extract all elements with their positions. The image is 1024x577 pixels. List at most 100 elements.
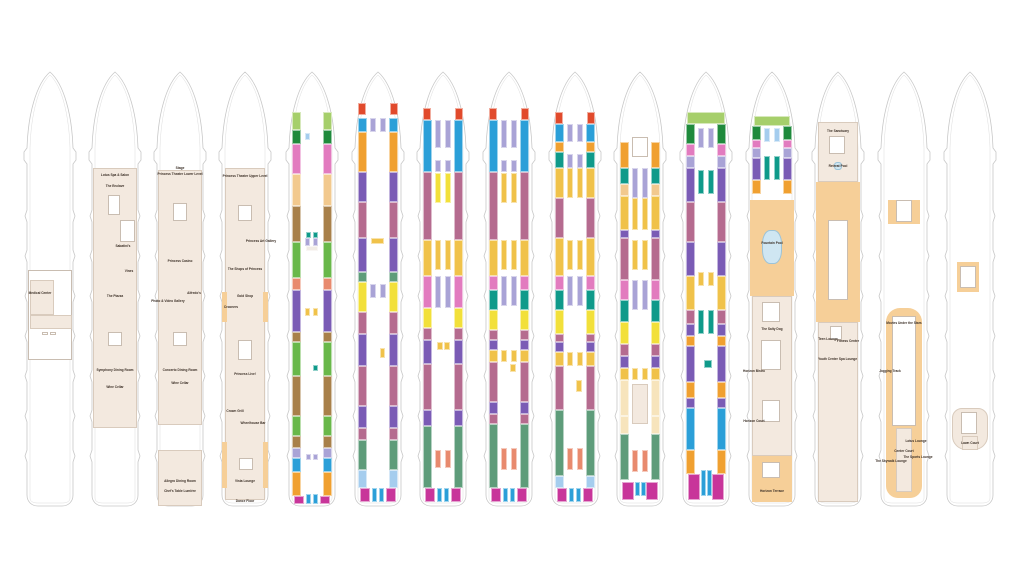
void xyxy=(761,340,781,370)
retreat-pool xyxy=(834,162,842,170)
cabin-block xyxy=(620,184,629,196)
cabin-block xyxy=(555,352,564,366)
cabin-block xyxy=(752,126,761,140)
inside-cabin-block xyxy=(445,450,451,468)
cabin-block xyxy=(555,124,564,142)
cabin-block xyxy=(520,120,529,172)
inside-cabin-block xyxy=(577,124,583,142)
suite xyxy=(587,112,595,124)
cabin-block xyxy=(555,290,564,310)
cabin-block xyxy=(323,436,332,448)
cabin-block xyxy=(717,168,726,202)
cabin-block xyxy=(520,240,529,276)
cabin-block xyxy=(520,424,529,488)
cabin-block xyxy=(686,382,695,398)
ship-hull-outline xyxy=(285,71,339,507)
cabin-block xyxy=(586,290,595,310)
cabin-block xyxy=(389,238,398,272)
venue-label: Chef's Table Lumière xyxy=(164,489,196,493)
inside-cabin-block xyxy=(501,240,507,270)
cabin-block xyxy=(389,272,398,282)
inside-cabin-block xyxy=(708,128,714,148)
cabin-block xyxy=(586,142,595,152)
inside-cabin-block xyxy=(501,276,507,306)
venue-label: Spa Lounge xyxy=(838,357,858,361)
cabin-block xyxy=(686,124,695,144)
void xyxy=(828,220,848,300)
cabin-block xyxy=(717,408,726,450)
cabin-block xyxy=(717,202,726,242)
cabin-block xyxy=(717,310,726,324)
inside-cabin-block xyxy=(370,118,376,132)
venue-label: Princess Theater Upper Level xyxy=(222,174,268,178)
suite xyxy=(306,494,311,504)
void xyxy=(762,462,780,478)
cabin-block xyxy=(586,198,595,238)
inside-cabin-block xyxy=(642,368,648,380)
cabin-block xyxy=(586,152,595,168)
cabin-block xyxy=(292,242,301,278)
cabin-block xyxy=(489,290,498,310)
cabin-block xyxy=(389,470,398,488)
cabin-block xyxy=(620,434,629,480)
cabin-block xyxy=(686,398,695,408)
venue-label: Stage xyxy=(175,166,185,170)
cabin-block xyxy=(489,350,498,362)
inside-cabin-block xyxy=(774,156,780,180)
suite xyxy=(390,103,398,115)
cabin-block xyxy=(292,332,301,342)
cabin-block xyxy=(520,414,529,424)
cabin-block xyxy=(358,428,367,440)
cabin-block xyxy=(686,450,695,474)
cabin-block xyxy=(752,148,761,158)
deck-plan-5 xyxy=(282,70,342,510)
inside-cabin-block xyxy=(698,170,704,194)
venue-label: Teen Lounge xyxy=(818,337,838,341)
cabin-block xyxy=(717,242,726,276)
cabin-block xyxy=(620,142,629,168)
cabin-block xyxy=(389,132,398,172)
elevator-lobby xyxy=(306,246,318,251)
suite xyxy=(635,482,640,496)
venue-label: The Piazza xyxy=(106,294,124,298)
cabin-block xyxy=(586,168,595,198)
cabin-block xyxy=(389,202,398,238)
cabin-block xyxy=(454,410,463,426)
void xyxy=(762,302,780,322)
inside-cabin-block xyxy=(511,160,517,172)
cabin-block xyxy=(323,206,332,242)
suite xyxy=(521,108,529,120)
cabin-block xyxy=(686,336,695,346)
cabin-block xyxy=(520,330,529,340)
suite-forward xyxy=(754,116,790,126)
cabin-block xyxy=(389,172,398,202)
cabin-block xyxy=(389,118,398,132)
public-area xyxy=(225,168,265,500)
cabin-block xyxy=(586,334,595,342)
inside-cabin-block xyxy=(567,154,573,168)
venue-label: Concerto Dining Room xyxy=(162,368,198,372)
suite xyxy=(425,488,435,502)
venue-label: Movies Under the Stars xyxy=(886,321,922,325)
inside-cabin-block xyxy=(435,276,441,308)
cabin-block xyxy=(454,172,463,240)
suite xyxy=(707,470,712,496)
suite xyxy=(517,488,527,502)
cabin-block xyxy=(292,436,301,448)
inside-cabin-block xyxy=(577,240,583,270)
suite xyxy=(360,488,370,502)
suite xyxy=(437,488,442,502)
cabin-block xyxy=(620,416,629,434)
cabin-block xyxy=(555,152,564,168)
venue-label: Crooners xyxy=(223,305,239,309)
venue-label: The Skywalk Lounge xyxy=(875,459,907,463)
cabin-block xyxy=(454,240,463,276)
inside-cabin-block xyxy=(577,276,583,306)
inside-cabin-block xyxy=(501,120,507,148)
stair-lobby xyxy=(30,315,72,329)
void xyxy=(120,220,135,242)
cabin-block xyxy=(717,144,726,156)
